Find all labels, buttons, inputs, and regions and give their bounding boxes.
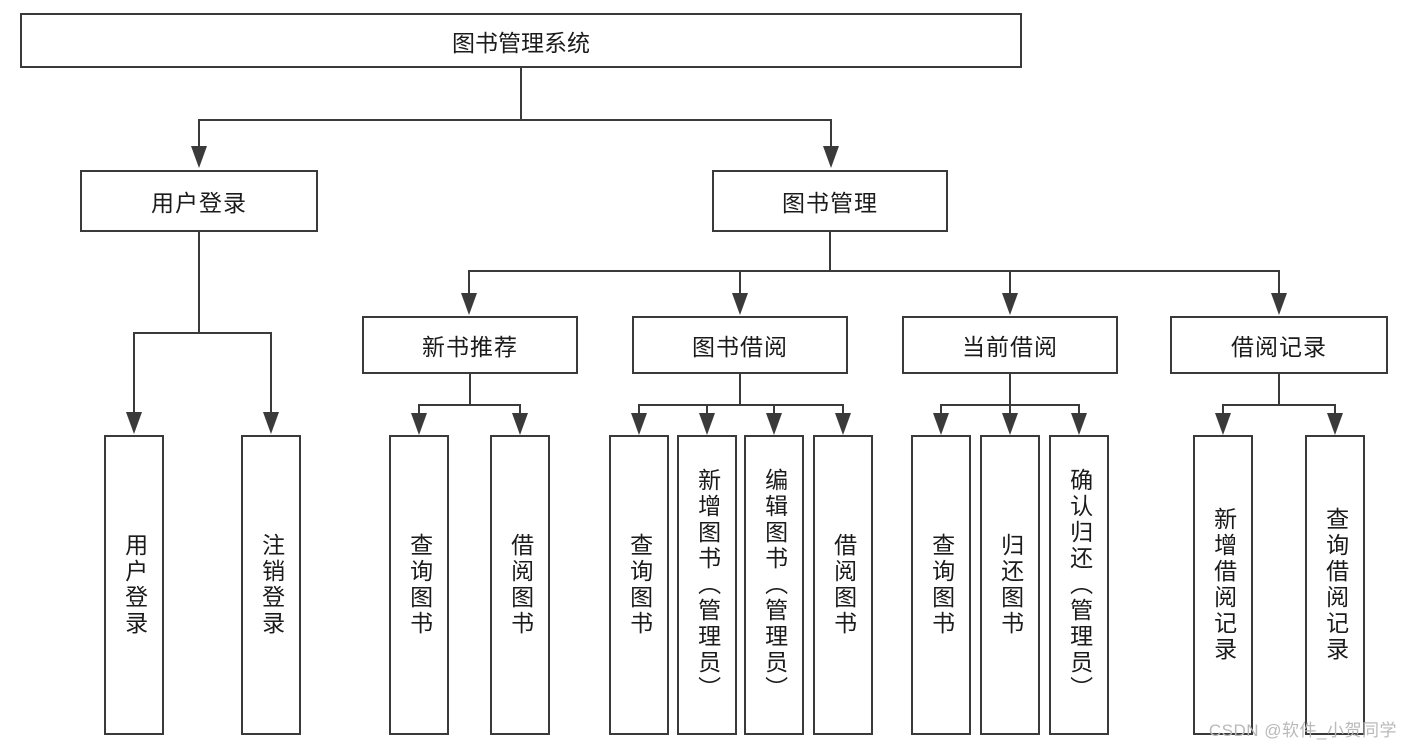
arrowhead-borrow-record bbox=[1271, 293, 1287, 315]
edge-current-borrow-stem bbox=[1009, 374, 1011, 405]
arrowhead-bb-leaf3 bbox=[766, 413, 782, 435]
node-book-management[interactable]: 图书管理 bbox=[712, 170, 948, 232]
leaf-user-login[interactable]: 用户登录 bbox=[104, 435, 164, 735]
edge-new-book-child2 bbox=[519, 404, 521, 418]
leaf-add-book-admin[interactable]: 新增图书（管理员） bbox=[677, 435, 737, 735]
node-book-borrow[interactable]: 图书借阅 bbox=[632, 316, 848, 374]
arrowhead-book-borrow bbox=[732, 293, 748, 315]
edge-new-book-bus bbox=[418, 404, 521, 406]
node-label: 借阅记录 bbox=[1231, 334, 1327, 360]
node-label: 新书推荐 bbox=[422, 334, 518, 360]
leaf-label: 查询图书 bbox=[626, 533, 653, 637]
leaf-borrow-book-nb[interactable]: 借阅图书 bbox=[490, 435, 550, 735]
leaf-return-book[interactable]: 归还图书 bbox=[980, 435, 1040, 735]
leaf-query-book-bb[interactable]: 查询图书 bbox=[609, 435, 669, 735]
arrowhead-leaf-user-login bbox=[126, 412, 142, 434]
node-user-login[interactable]: 用户登录 bbox=[80, 170, 318, 232]
arrowhead-cb-leaf3 bbox=[1071, 413, 1087, 435]
edge-cb-child3 bbox=[1078, 404, 1080, 418]
node-label: 图书借阅 bbox=[692, 334, 788, 360]
leaf-query-book-cb[interactable]: 查询图书 bbox=[911, 435, 971, 735]
leaf-add-borrow-record[interactable]: 新增借阅记录 bbox=[1193, 435, 1253, 735]
arrowhead-book-management bbox=[823, 146, 839, 168]
edge-bb-child1 bbox=[638, 404, 640, 418]
edge-to-book-management bbox=[830, 119, 832, 149]
arrowhead-bb-leaf2 bbox=[699, 413, 715, 435]
leaf-label: 新增图书（管理员） bbox=[694, 468, 721, 702]
edge-cb-child1 bbox=[940, 404, 942, 418]
edge-bb-child2 bbox=[706, 404, 708, 418]
arrowhead-new-book bbox=[461, 293, 477, 315]
edge-user-login-stem bbox=[198, 232, 200, 333]
node-new-book-recommend[interactable]: 新书推荐 bbox=[362, 316, 578, 374]
leaf-label: 注销登录 bbox=[258, 533, 285, 637]
leaf-query-borrow-record[interactable]: 查询借阅记录 bbox=[1305, 435, 1365, 735]
leaf-label: 新增借阅记录 bbox=[1210, 507, 1237, 663]
edge-user-login-child2 bbox=[270, 332, 272, 417]
edge-to-borrow-record bbox=[1278, 270, 1280, 298]
arrowhead-cb-leaf1 bbox=[933, 413, 949, 435]
edge-borrow-record-stem bbox=[1278, 374, 1280, 405]
leaf-confirm-return-admin[interactable]: 确认归还（管理员） bbox=[1049, 435, 1109, 735]
edge-cb-child2 bbox=[1009, 404, 1011, 418]
leaf-label: 确认归还（管理员） bbox=[1066, 468, 1093, 702]
arrowhead-current-borrow bbox=[1002, 293, 1018, 315]
edge-new-book-stem bbox=[469, 374, 471, 405]
edge-br-child2 bbox=[1334, 404, 1336, 418]
edge-user-login-bus bbox=[133, 332, 272, 334]
arrowhead-cb-leaf2 bbox=[1002, 413, 1018, 435]
node-label: 图书管理 bbox=[782, 190, 878, 216]
node-label: 用户登录 bbox=[151, 190, 247, 216]
leaf-label: 归还图书 bbox=[997, 533, 1024, 637]
node-label: 当前借阅 bbox=[962, 334, 1058, 360]
leaf-label: 查询图书 bbox=[928, 533, 955, 637]
watermark-text: CSDN @软件_小贺同学 bbox=[1208, 721, 1397, 740]
leaf-label: 借阅图书 bbox=[830, 533, 857, 637]
edge-book-borrow-stem bbox=[739, 374, 741, 405]
edge-br-child1 bbox=[1222, 404, 1224, 418]
arrowhead-user-login bbox=[191, 146, 207, 168]
edge-to-book-borrow bbox=[739, 270, 741, 298]
edge-root-stem bbox=[520, 68, 522, 120]
edge-book-management-stem bbox=[829, 232, 831, 271]
leaf-query-book-nb[interactable]: 查询图书 bbox=[389, 435, 449, 735]
leaf-label: 用户登录 bbox=[121, 533, 148, 637]
edge-bb-child4 bbox=[842, 404, 844, 418]
leaf-borrow-book-bb[interactable]: 借阅图书 bbox=[813, 435, 873, 735]
edge-tier2-bus bbox=[198, 119, 832, 121]
leaf-label: 借阅图书 bbox=[507, 533, 534, 637]
arrowhead-nb-leaf2 bbox=[512, 413, 528, 435]
node-root-book-management-system[interactable]: 图书管理系统 bbox=[20, 13, 1022, 68]
edge-borrow-record-bus bbox=[1222, 404, 1336, 406]
edge-to-new-book bbox=[468, 270, 470, 298]
edge-book-borrow-bus bbox=[638, 404, 844, 406]
node-current-borrow[interactable]: 当前借阅 bbox=[902, 316, 1118, 374]
node-label: 图书管理系统 bbox=[452, 29, 590, 56]
arrowhead-br-leaf1 bbox=[1215, 413, 1231, 435]
edge-new-book-child1 bbox=[418, 404, 420, 418]
node-borrow-record[interactable]: 借阅记录 bbox=[1170, 316, 1388, 374]
edge-to-current-borrow bbox=[1009, 270, 1011, 298]
leaf-label: 编辑图书（管理员） bbox=[761, 468, 788, 702]
arrowhead-bb-leaf1 bbox=[631, 413, 647, 435]
leaf-label: 查询借阅记录 bbox=[1322, 507, 1349, 663]
leaf-label: 查询图书 bbox=[406, 533, 433, 637]
leaf-edit-book-admin[interactable]: 编辑图书（管理员） bbox=[744, 435, 804, 735]
edge-user-login-child1 bbox=[133, 332, 135, 417]
arrowhead-br-leaf2 bbox=[1327, 413, 1343, 435]
edge-tier3-bus bbox=[468, 270, 1280, 272]
arrowhead-leaf-logout bbox=[263, 412, 279, 434]
leaf-logout[interactable]: 注销登录 bbox=[241, 435, 301, 735]
edge-to-user-login bbox=[198, 119, 200, 149]
arrowhead-nb-leaf1 bbox=[411, 413, 427, 435]
edge-bb-child3 bbox=[773, 404, 775, 418]
arrowhead-bb-leaf4 bbox=[835, 413, 851, 435]
